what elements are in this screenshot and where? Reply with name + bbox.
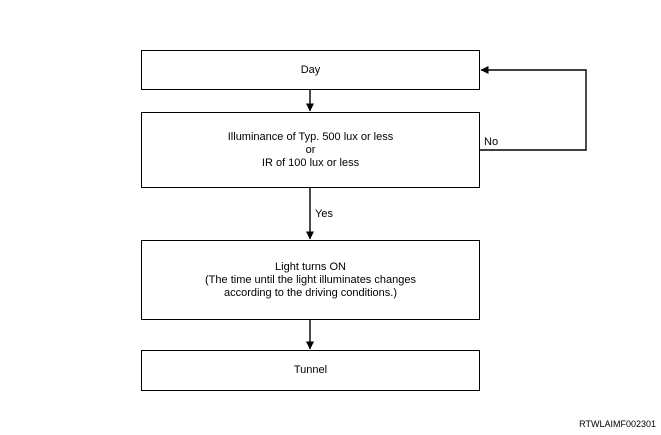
edge-label-yes: Yes xyxy=(315,208,333,220)
light-on-line-3: according to the driving conditions.) xyxy=(223,286,398,299)
condition-line-2: or xyxy=(305,143,316,156)
arrow-condition-to-day-feedback xyxy=(480,66,587,151)
node-illuminance-condition: Illuminance of Typ. 500 lux or less or I… xyxy=(141,112,480,188)
light-on-line-2: (The time until the light illuminates ch… xyxy=(205,273,416,286)
light-on-line-1: Light turns ON xyxy=(275,260,346,273)
node-day-text: Day xyxy=(300,63,321,76)
node-light-turns-on: Light turns ON (The time until the light… xyxy=(141,240,480,320)
node-day: Day xyxy=(141,50,480,90)
node-tunnel: Tunnel xyxy=(141,350,480,391)
condition-line-1: Illuminance of Typ. 500 lux or less xyxy=(227,130,394,143)
figure-code: RTWLAIMF002301 xyxy=(579,419,656,429)
condition-line-3: IR of 100 lux or less xyxy=(261,156,360,169)
edge-label-no: No xyxy=(484,136,499,148)
node-tunnel-text: Tunnel xyxy=(293,364,328,376)
